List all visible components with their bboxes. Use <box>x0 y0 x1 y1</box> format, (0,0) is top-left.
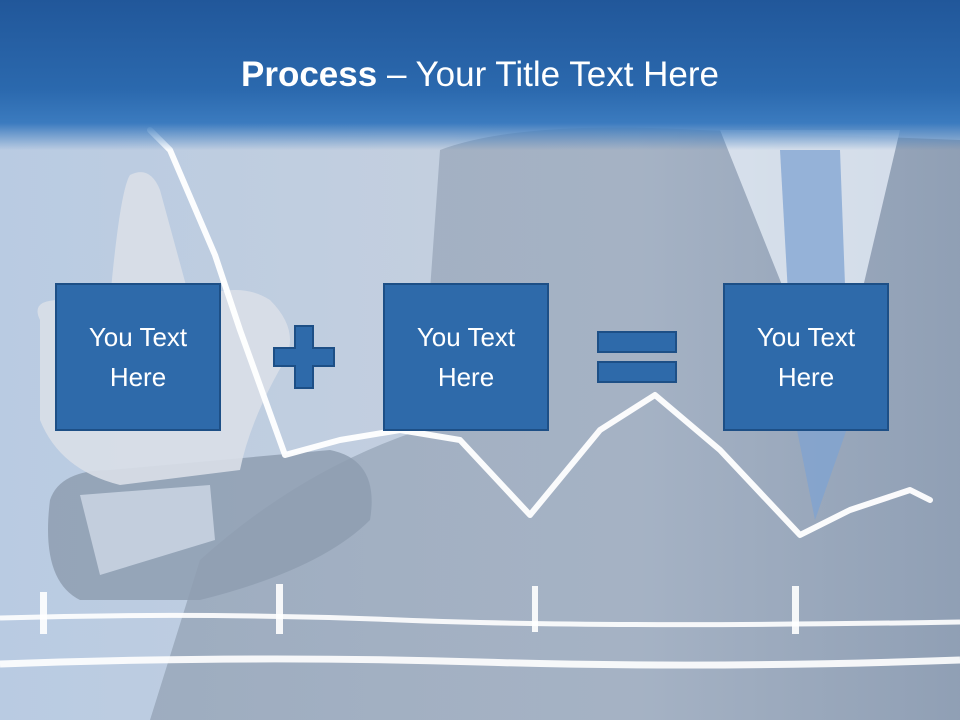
process-box-1-text: You Text Here <box>88 322 188 392</box>
slide-title: Process – Your Title Text Here <box>0 52 960 98</box>
equals-icon <box>597 331 677 383</box>
process-box-3: You Text Here <box>723 283 889 431</box>
title-bold: Process <box>241 55 378 94</box>
title-rest: – Your Title Text Here <box>377 55 719 94</box>
title-band <box>0 0 960 150</box>
process-box-1: You Text Here <box>55 283 221 431</box>
process-box-2-text: You Text Here <box>416 322 516 392</box>
process-box-2: You Text Here <box>383 283 549 431</box>
plus-icon <box>273 325 335 389</box>
process-box-3-text: You Text Here <box>756 322 856 392</box>
